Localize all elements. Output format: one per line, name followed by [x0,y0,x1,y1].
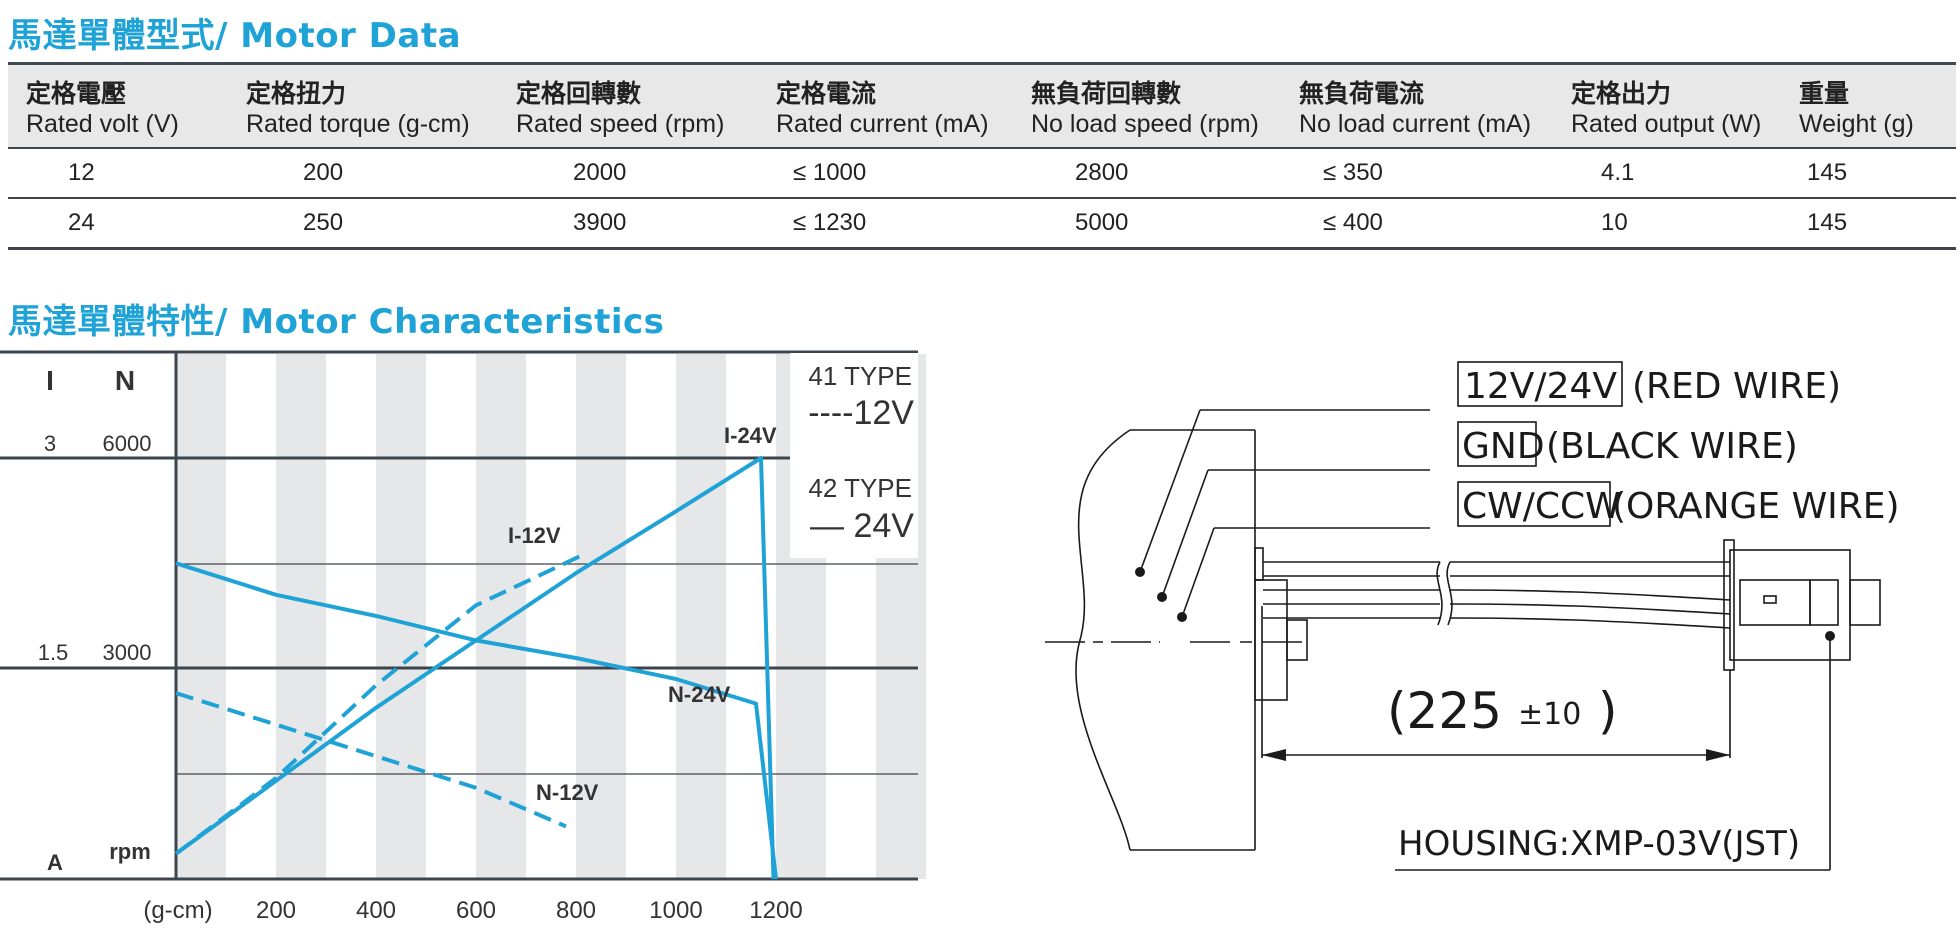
wire-label-power-box: 12V/24V [1464,366,1617,407]
grid-stripe [276,354,326,879]
y-tick-speed: 3000 [103,640,152,665]
current-axis-header: I [46,365,54,396]
table-cell: 12 [68,159,95,186]
housing-label: HOUSING:XMP-03V(JST) [1398,824,1800,864]
table-cell: 3900 [573,209,627,236]
grid-stripe [576,354,626,879]
series-label-i-12v: I-12V [508,523,561,548]
table-cell: 10 [1601,209,1628,236]
x-tick-label: 200 [256,897,296,924]
table-row: 24 250 3900 ≤ 1230 5000 ≤ 400 10 145 [8,198,1956,249]
x-tick-label: 1000 [649,897,702,924]
legend-type-42: 42 TYPE [808,473,912,503]
y-tick-current: 3 [44,431,56,456]
table-cell: 145 [1807,209,1848,236]
x-axis-label: (g-cm) [143,897,212,924]
motor-wiring-drawing: 12V/24V (RED WIRE) GND (BLACK WIRE) CW/C… [1045,361,1900,871]
series-line-n-24v [175,561,778,880]
x-tick-label: 1200 [749,897,802,924]
motor-characteristics-chart: I N 3 6000 1.5 3000 A rpm (g-cm) 200 400 6… [0,350,926,924]
y-tick-current: 1.5 [38,640,69,665]
motor-data-title: 馬達單體型式/ Motor Data [8,16,462,56]
current-unit-label: A [47,850,63,875]
series-line-i-12v [174,551,587,856]
table-cell: 2000 [573,159,627,186]
grid-stripe [676,354,726,879]
series-label-n-12v: N-12V [536,780,599,805]
table-cell: ≤ 1230 [793,209,867,236]
legend-type-41: 41 TYPE [808,361,912,391]
wire-label-gnd: (BLACK WIRE) [1546,426,1798,467]
table-cell: 200 [303,159,344,186]
grid-stripe [476,354,526,879]
table-cell: 24 [68,209,95,236]
wire-label-gnd-box: GND [1462,426,1545,467]
wire-label-direction-box: CW/CCW [1462,486,1621,527]
legend-line-12v: ----12V [808,394,914,432]
dimension-length: (225 [1387,682,1502,740]
series-label-n-24v: N-24V [668,682,731,707]
x-tick-label: 800 [556,897,596,924]
series-line-n-12v [175,691,567,829]
table-cell: ≤ 400 [1323,209,1383,236]
y-tick-speed: 6000 [103,431,152,456]
table-cell: ≤ 1000 [793,159,867,186]
dimension-close: ) [1598,682,1618,740]
speed-axis-header: N [115,365,135,396]
table-cell: 4.1 [1601,159,1635,186]
table-cell: 2800 [1075,159,1129,186]
drawing-markers [1135,567,1835,761]
dimension-tolerance: ±10 [1518,697,1581,732]
x-tick-label: 600 [456,897,496,924]
speed-unit-label: rpm [109,839,151,864]
motor-body-outline [1045,409,1881,871]
series-label-i-24v: I-24V [724,423,777,448]
table-row: 12 200 2000 ≤ 1000 2800 ≤ 350 4.1 145 [8,148,1956,198]
series-line-i-24v [174,456,776,880]
wire-label-direction: (ORANGE WIRE) [1612,486,1900,527]
table-cell: 145 [1807,159,1848,186]
wire-label-power: (RED WIRE) [1632,366,1841,407]
table-cell: 5000 [1075,209,1129,236]
x-tick-label: 400 [356,897,396,924]
table-cell: 250 [303,209,344,236]
legend-line-24v: — 24V [810,507,914,545]
table-cell: ≤ 350 [1323,159,1383,186]
grid-stripe [176,354,226,879]
characteristics-title: 馬達單體特性/ Motor Characteristics [8,302,665,342]
